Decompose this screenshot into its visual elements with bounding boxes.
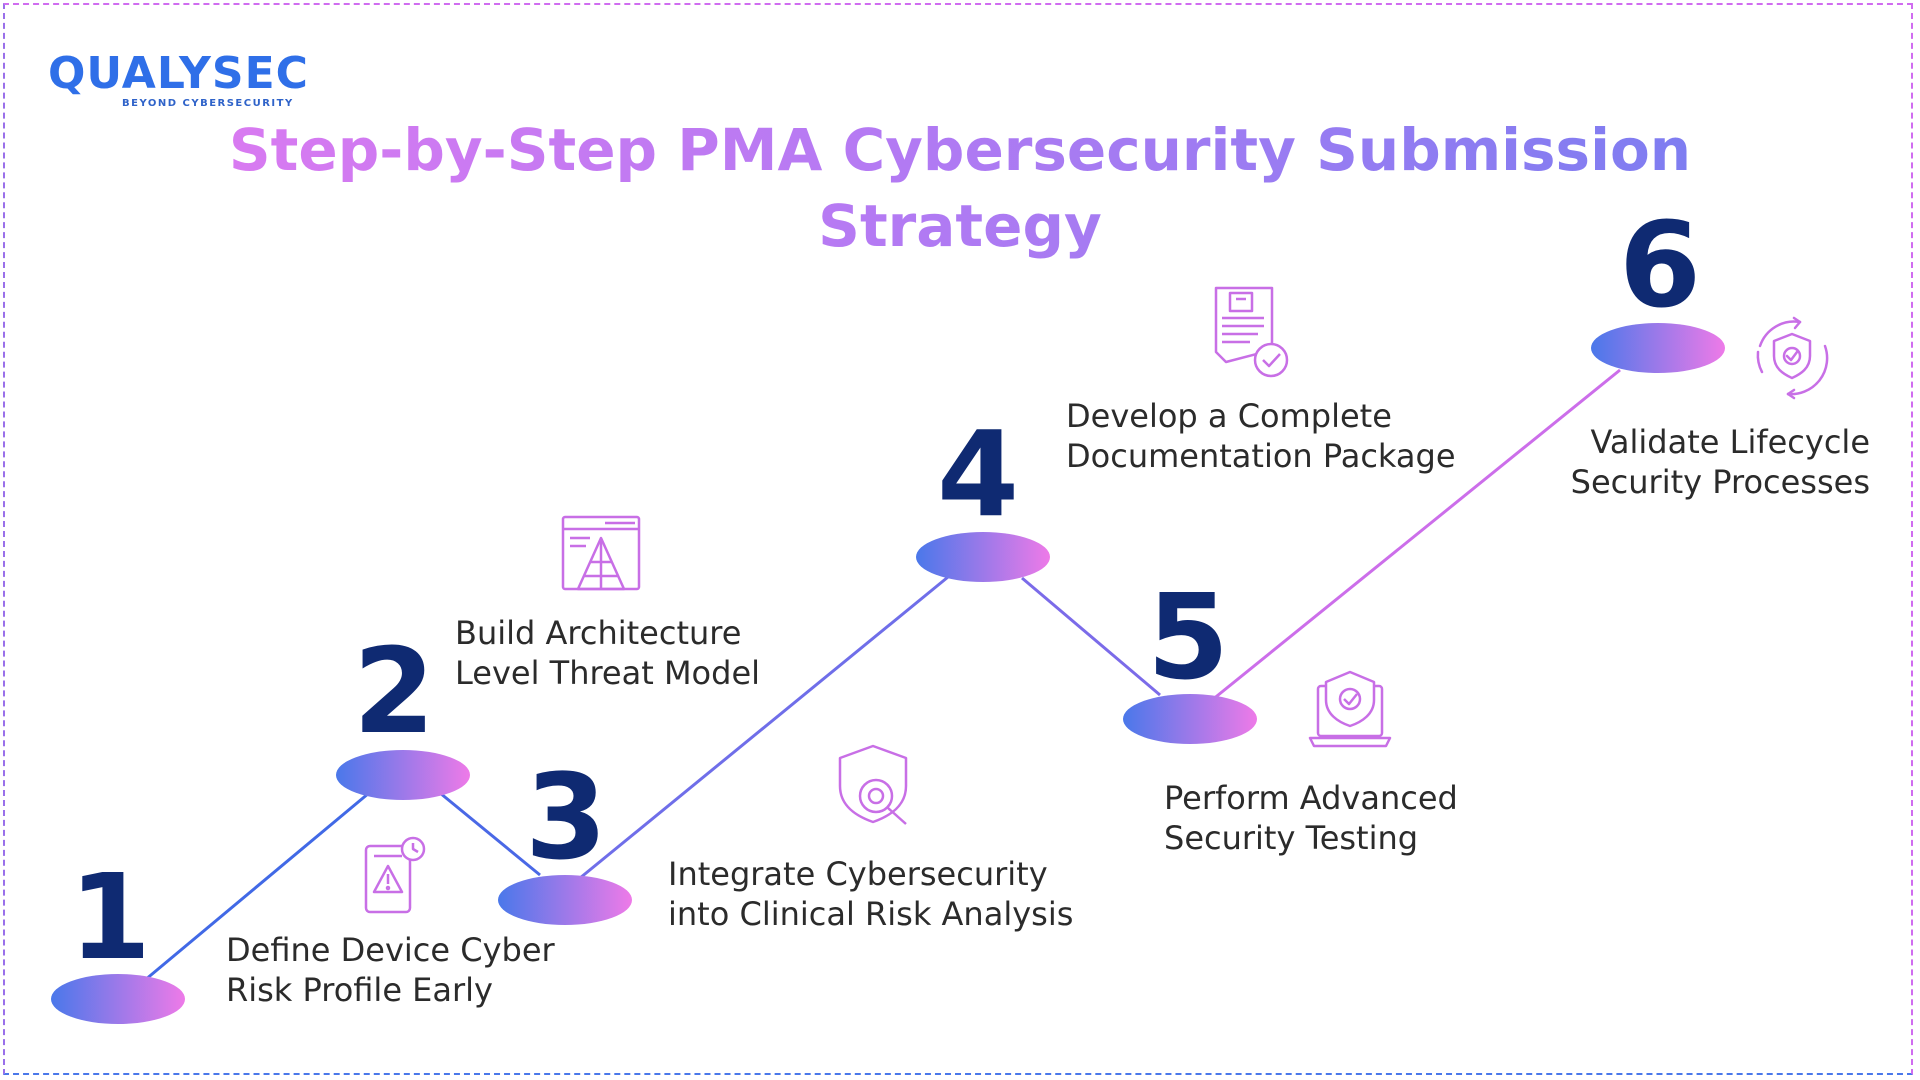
step-6-label-line-1: Validate Lifecycle — [1590, 423, 1871, 461]
step-2-label: Build Architecture Level Threat Model — [455, 613, 760, 693]
step-1-label-line-2: Risk Profile Early — [226, 971, 493, 1009]
step-4-label: Develop a Complete Documentation Package — [1066, 396, 1456, 476]
step-6-label: Validate Lifecycle Security Processes — [1571, 422, 1870, 502]
connector-5-6 — [1211, 368, 1621, 702]
connector-3-4 — [579, 575, 949, 880]
brand-logo: QUALYSEC — [48, 48, 309, 99]
step-2-disc — [336, 750, 470, 800]
step-3-disc — [498, 875, 632, 925]
step-1-label: Define Device Cyber Risk Profile Early — [226, 930, 555, 1010]
document-check-icon — [1214, 286, 1289, 378]
step-2-label-line-1: Build Architecture — [455, 614, 742, 652]
step-3-number: 3 — [524, 748, 608, 886]
connector-1-2 — [144, 786, 376, 982]
step-1-number: 1 — [68, 848, 152, 986]
step-2-number: 2 — [352, 622, 436, 760]
step-3-label-line-1: Integrate Cybersecurity — [668, 855, 1048, 893]
step-5-label-line-2: Security Testing — [1164, 819, 1419, 857]
shield-cycle-icon — [1756, 316, 1829, 400]
step-6-number: 6 — [1618, 196, 1702, 334]
shield-magnifier-icon — [838, 744, 908, 825]
dashed-border-frame — [3, 3, 1913, 1075]
step-4-label-line-1: Develop a Complete — [1066, 397, 1392, 435]
laptop-shield-icon — [1308, 670, 1392, 748]
step-5-label-line-1: Perform Advanced — [1164, 779, 1458, 817]
step-3-label-line-2: into Clinical Risk Analysis — [668, 895, 1074, 933]
step-5-label: Perform Advanced Security Testing — [1164, 778, 1458, 858]
step-3-label: Integrate Cybersecurity into Clinical Ri… — [668, 854, 1073, 934]
step-6-disc — [1591, 323, 1725, 373]
step-4-label-line-2: Documentation Package — [1066, 437, 1456, 475]
step-discs — [51, 323, 1725, 1024]
step-6-label-line-2: Security Processes — [1570, 463, 1870, 501]
tablet-warning-icon — [364, 836, 426, 914]
step-5-number: 5 — [1146, 568, 1230, 706]
connector-lines — [144, 368, 1621, 982]
brand-tagline: BEYOND CYBERSECURITY — [122, 98, 294, 109]
architecture-blueprint-icon — [561, 515, 641, 591]
connector-4-5 — [1021, 576, 1161, 697]
step-4-disc — [916, 532, 1050, 582]
connector-2-3 — [439, 791, 541, 877]
step-1-label-line-1: Define Device Cyber — [226, 931, 555, 969]
step-2-label-line-2: Level Threat Model — [455, 654, 761, 692]
step-4-number: 4 — [936, 405, 1020, 543]
step-5-disc — [1123, 694, 1257, 744]
step-1-disc — [51, 974, 185, 1024]
